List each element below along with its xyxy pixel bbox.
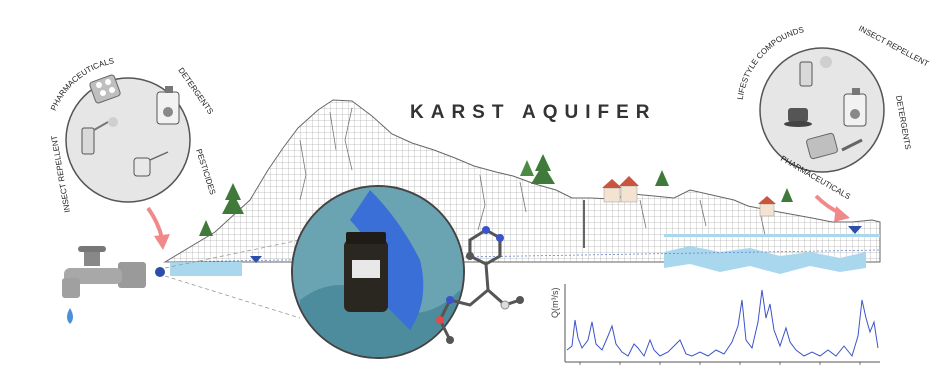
tap-icon xyxy=(62,246,146,298)
right-circle-label-detergents: DETERGENTS xyxy=(894,95,912,150)
detergent-bottle-icon xyxy=(156,86,180,125)
right-circle-label-insect: INSECT REPELLENT xyxy=(857,24,930,69)
spray-icon xyxy=(799,56,832,87)
diagram-title: KARST AQUIFER xyxy=(410,102,657,123)
pill-blister-icon xyxy=(89,74,121,104)
zoom-lines xyxy=(164,239,301,319)
hydrograph xyxy=(564,284,880,365)
syringe-icon xyxy=(841,138,863,152)
hydrograph-ylabel: Q(m³/s) xyxy=(550,287,560,319)
pesticide-sprayer-icon xyxy=(133,151,169,177)
coffee-cup-icon xyxy=(784,108,812,127)
pill-blister-icon xyxy=(806,132,838,160)
well-marker xyxy=(848,226,862,234)
left-contaminant-circle xyxy=(65,74,191,203)
left-circle-label-pesticides: PESTICIDES xyxy=(194,148,217,196)
water-table xyxy=(164,234,881,276)
tree-icon xyxy=(199,154,793,236)
spring-point xyxy=(155,267,165,277)
water-drop-icon xyxy=(67,308,73,324)
right-contaminant-circle xyxy=(759,47,885,173)
spray-icon xyxy=(81,117,118,155)
sample-photo xyxy=(291,185,465,359)
detergent-bottle-icon xyxy=(843,88,867,127)
arrow-icon xyxy=(146,194,850,250)
house-icon xyxy=(602,176,776,217)
